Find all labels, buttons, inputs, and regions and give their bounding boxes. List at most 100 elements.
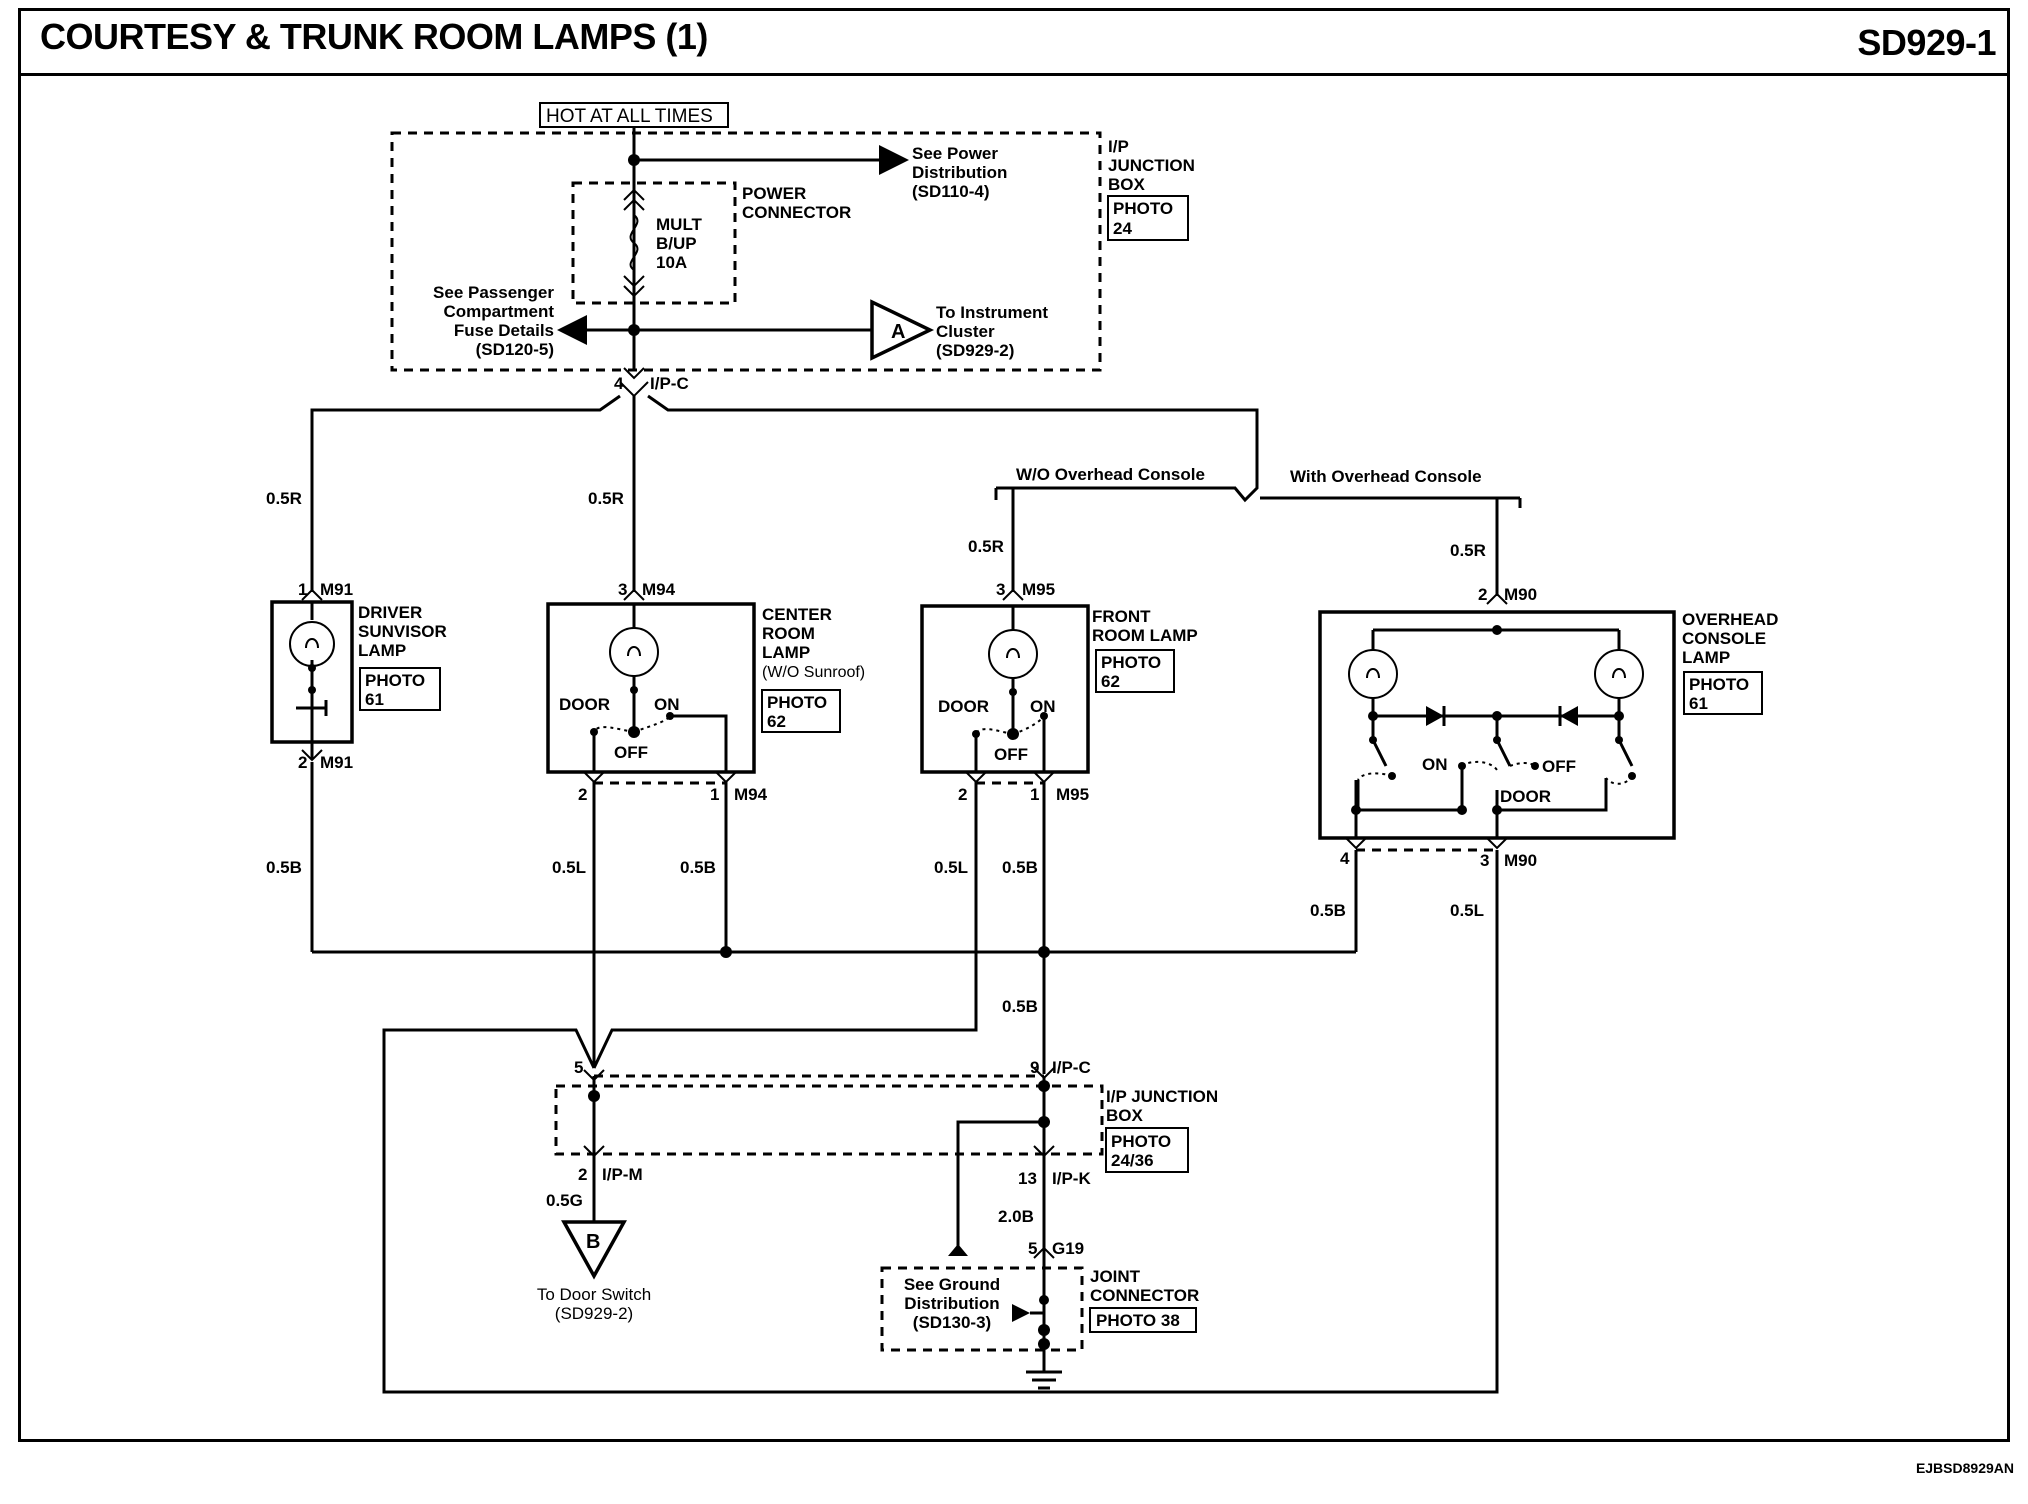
svg-text:I/P JUNCTION: I/P JUNCTION [1106,1087,1218,1106]
svg-text:PHOTO: PHOTO [1111,1132,1171,1151]
svg-text:Fuse Details: Fuse Details [454,321,554,340]
svg-text:SUNVISOR: SUNVISOR [358,622,447,641]
joint-connector-ground: 2.0B 5 G19 See Ground Distribution (SD13… [880,1207,1199,1390]
svg-text:(SD130-3): (SD130-3) [913,1313,991,1332]
svg-text:MULT: MULT [656,215,703,234]
svg-text:2: 2 [578,1165,587,1184]
svg-text:BOX: BOX [1108,175,1146,194]
overhead-console-lamp: 2 M90 ON OF [1318,585,1778,870]
svg-text:B/UP: B/UP [656,234,697,253]
svg-text:FRONT: FRONT [1092,607,1151,626]
footer-code: EJBSD8929AN [1915,1460,2014,1476]
svg-text:10A: 10A [656,253,687,272]
svg-text:OFF: OFF [614,743,648,762]
svg-text:I/P: I/P [1108,137,1129,156]
svg-text:To Instrument: To Instrument [936,303,1048,322]
svg-text:0.5B: 0.5B [1310,901,1346,920]
svg-text:24: 24 [1113,219,1132,238]
svg-text:4: 4 [614,374,624,393]
svg-text:0.5R: 0.5R [588,489,624,508]
svg-text:PHOTO: PHOTO [1113,199,1173,218]
ground-bus-wires: 0.5B 0.5L 0.5B 0.5L 0.5B 0.5B 0.5L 0.5B [266,762,1499,1394]
svg-text:LAMP: LAMP [762,643,810,662]
svg-text:Distribution: Distribution [904,1294,999,1313]
svg-text:2.0B: 2.0B [998,1207,1034,1226]
svg-text:DOOR: DOOR [938,697,989,716]
svg-text:(SD120-5): (SD120-5) [476,340,554,359]
svg-text:5: 5 [1028,1239,1037,1258]
svg-text:M91: M91 [320,580,353,599]
svg-text:CONNECTOR: CONNECTOR [742,203,851,222]
svg-text:PHOTO: PHOTO [1689,675,1749,694]
svg-text:0.5R: 0.5R [266,489,302,508]
svg-text:PHOTO: PHOTO [365,671,425,690]
svg-text:3: 3 [996,580,1005,599]
svg-text:OVERHEAD: OVERHEAD [1682,610,1778,629]
svg-text:0.5B: 0.5B [1002,997,1038,1016]
svg-text:See Power: See Power [912,144,998,163]
hot-at-all-times-label: HOT AT ALL TIMES [546,106,713,127]
svg-text:ON: ON [654,695,680,714]
svg-text:61: 61 [1689,694,1708,713]
svg-text:0.5B: 0.5B [266,858,302,877]
diagram-code: SD929-1 [1857,22,1996,63]
svg-text:2: 2 [958,785,967,804]
ip-junction-box-top: HOT AT ALL TIMES See Power Distribution … [390,102,1195,398]
svg-text:JOINT: JOINT [1090,1267,1141,1286]
svg-text:I/P-M: I/P-M [602,1165,643,1184]
svg-text:24/36: 24/36 [1111,1151,1154,1170]
svg-text:Compartment: Compartment [443,302,554,321]
svg-text:LAMP: LAMP [1682,648,1730,667]
svg-text:To Door Switch: To Door Switch [537,1285,651,1304]
svg-text:M91: M91 [320,753,353,772]
svg-text:B: B [586,1231,600,1253]
svg-text:DRIVER: DRIVER [358,603,422,622]
svg-text:ROOM: ROOM [762,624,815,643]
svg-text:0.5B: 0.5B [1002,858,1038,877]
svg-text:M94: M94 [734,785,768,804]
svg-text:See Passenger: See Passenger [433,283,554,302]
svg-text:CONNECTOR: CONNECTOR [1090,1286,1199,1305]
svg-text:LAMP: LAMP [358,641,406,660]
svg-text:1: 1 [298,580,307,599]
svg-text:I/P-C: I/P-C [1052,1058,1091,1077]
svg-text:62: 62 [767,712,786,731]
svg-text:M94: M94 [642,580,676,599]
svg-text:M90: M90 [1504,851,1537,870]
svg-text:Cluster: Cluster [936,322,995,341]
svg-text:2: 2 [1478,585,1487,604]
svg-text:0.5B: 0.5B [680,858,716,877]
svg-text:OFF: OFF [994,745,1028,764]
svg-text:Distribution: Distribution [912,163,1007,182]
diagram-title: COURTESY & TRUNK ROOM LAMPS (1) [40,16,708,57]
front-room-lamp: 3 M95 DOOR ON OFF 2 1 M95 FRONT ROOM LAM… [920,580,1198,804]
svg-text:PHOTO 38: PHOTO 38 [1096,1311,1180,1330]
svg-text:4: 4 [1340,849,1350,868]
svg-text:0.5R: 0.5R [1450,541,1486,560]
svg-text:ON: ON [1030,697,1056,716]
svg-text:CONSOLE: CONSOLE [1682,629,1766,648]
svg-text:62: 62 [1101,672,1120,691]
svg-text:DOOR: DOOR [1500,787,1551,806]
svg-text:0.5L: 0.5L [552,858,586,877]
svg-text:0.5G: 0.5G [546,1191,583,1210]
svg-text:61: 61 [365,690,384,709]
svg-text:2: 2 [578,785,587,804]
svg-text:5: 5 [574,1058,583,1077]
svg-text:(W/O Sunroof): (W/O Sunroof) [762,664,865,681]
svg-text:DOOR: DOOR [559,695,610,714]
svg-text:3: 3 [618,580,627,599]
svg-text:ROOM LAMP: ROOM LAMP [1092,626,1198,645]
svg-text:JUNCTION: JUNCTION [1108,156,1195,175]
svg-text:BOX: BOX [1106,1106,1144,1125]
svg-text:(SD929-2): (SD929-2) [936,341,1014,360]
svg-text:CENTER: CENTER [762,605,832,624]
svg-text:M95: M95 [1022,580,1055,599]
svg-text:G19: G19 [1052,1239,1084,1258]
branch-with-overhead: With Overhead Console [1290,467,1482,486]
svg-text:ON: ON [1422,755,1448,774]
svg-text:9: 9 [1030,1058,1039,1077]
svg-text:M95: M95 [1056,785,1089,804]
svg-text:0.5L: 0.5L [1450,901,1484,920]
svg-text:(SD929-2): (SD929-2) [555,1304,633,1323]
